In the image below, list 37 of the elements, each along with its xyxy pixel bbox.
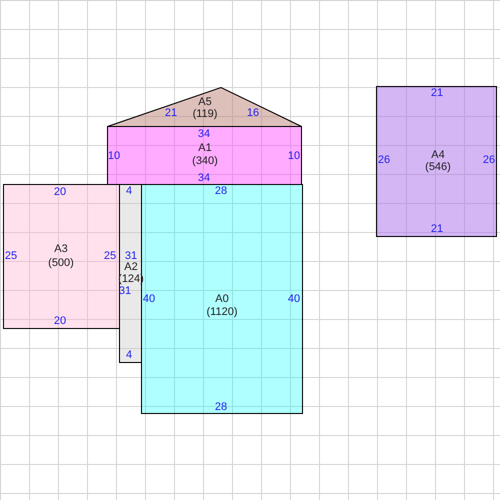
- face-area: (1120): [206, 306, 238, 318]
- face-area: (546): [425, 161, 451, 173]
- dimension-label: 21: [430, 223, 444, 235]
- face-name: A5: [198, 96, 212, 108]
- rectangle-face: [376, 86, 497, 237]
- face-name: A3: [54, 243, 68, 255]
- dimension-label: 21: [430, 87, 444, 99]
- face-area: (500): [48, 257, 74, 269]
- dimension-label: 40: [288, 293, 300, 305]
- dimension-label: 28: [214, 401, 228, 413]
- triangle-face: [107, 87, 302, 127]
- dimension-label: 25: [104, 250, 116, 262]
- dimension-label: 16: [246, 107, 260, 119]
- dimension-label: 20: [54, 186, 66, 198]
- face-name: A4: [431, 149, 445, 161]
- dimension-label: 10: [288, 150, 300, 162]
- dimension-label: 31: [124, 250, 138, 262]
- face-name: A2: [124, 261, 138, 273]
- face-area: (340): [192, 155, 218, 167]
- dimension-label: 21: [164, 107, 178, 119]
- dimension-label: 20: [54, 315, 66, 327]
- dimension-label: 40: [142, 293, 156, 305]
- dimension-label: 25: [4, 250, 18, 262]
- dimension-label: 4: [126, 185, 132, 197]
- dimension-label: 4: [126, 349, 132, 361]
- face-name: A1: [198, 142, 212, 154]
- dimension-label: 28: [214, 185, 228, 197]
- dimension-label: 34: [198, 172, 210, 184]
- rectangle-face: [119, 184, 142, 363]
- dimension-label: 10: [108, 150, 120, 162]
- dimension-label: 34: [198, 128, 210, 140]
- face-area: (119): [192, 108, 218, 120]
- dimension-label: 26: [482, 154, 496, 166]
- rectangle-face: [3, 184, 120, 329]
- rectangle-face: [107, 126, 302, 185]
- face-name: A0: [215, 293, 229, 305]
- dimension-label: 26: [378, 154, 390, 166]
